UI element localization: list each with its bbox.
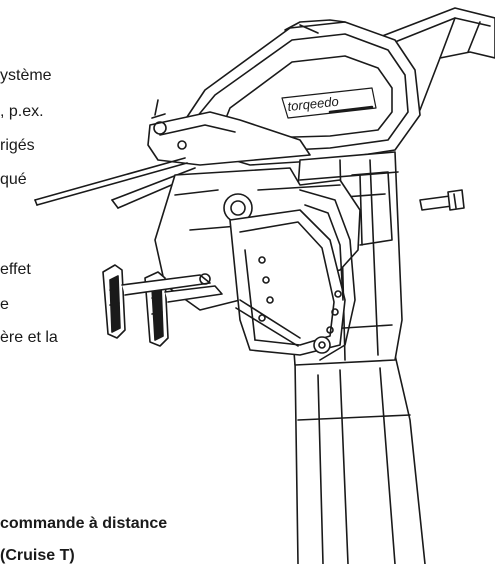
thumb-screw <box>235 299 331 354</box>
loose-bolt <box>419 189 465 211</box>
paragraph-2-line-3: ère et la <box>0 329 58 346</box>
logo-text: torqeedo <box>287 94 340 114</box>
section-heading-line-1: commande à distance <box>0 515 168 532</box>
paragraph-2-line-1: effet <box>0 261 31 278</box>
motor-shaft <box>294 354 426 564</box>
paragraph-1-line-3: rigés <box>0 137 35 154</box>
paragraph-1-line-2: , p.ex. <box>0 103 44 120</box>
paragraph-1-line-1: ystème <box>0 67 52 84</box>
tilt-plate <box>229 209 346 356</box>
tilt-arc <box>299 171 393 361</box>
paragraph-2-line-2: e <box>0 296 9 313</box>
section-heading-line-2: (Cruise T) <box>0 547 75 564</box>
remote-cables <box>34 157 198 209</box>
mounting-bracket-top <box>147 99 311 166</box>
clamp-lever-left <box>102 264 126 339</box>
clamp-rods <box>121 273 223 303</box>
paragraph-1-line-4: qué <box>0 171 27 188</box>
logo-plate: torqeedo <box>281 87 377 119</box>
